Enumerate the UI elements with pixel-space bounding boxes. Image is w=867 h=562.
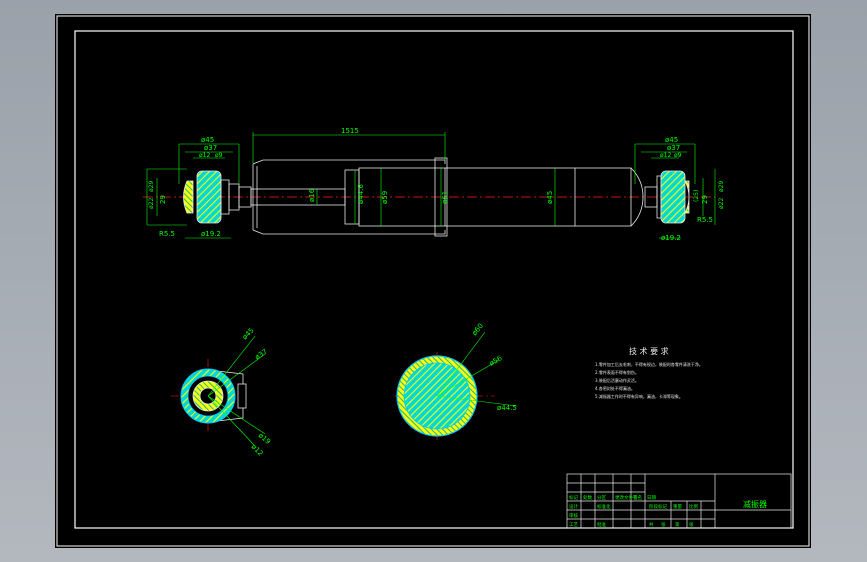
tb-cell-14: 共 xyxy=(649,521,654,528)
tb-cell-4: 签名 xyxy=(633,494,642,501)
tb-cell-3: 更改文件号 xyxy=(615,494,638,501)
tb-cell-12: 重量 xyxy=(673,503,682,510)
dim-guide: ø44.6 xyxy=(357,184,365,204)
dim-right-outer: ø45 xyxy=(665,136,678,144)
tb-cell-2: 分区 xyxy=(597,494,606,501)
dim-left-mid: ø37 xyxy=(204,144,217,152)
tb-cell-8: 审核 xyxy=(569,512,578,519)
dim-right-bore: ø9 xyxy=(674,152,682,159)
dim-left-side: ø22 xyxy=(148,198,155,209)
tb-cell-0: 标记 xyxy=(569,494,578,501)
drawing-canvas: 1515 ø45 ø37 ø12 ø9 ø22 ø29 29 R5.5 ø19.… xyxy=(55,14,811,548)
dim-left-radius: R5.5 xyxy=(159,230,175,238)
title-block xyxy=(566,473,792,529)
left-section-view: ø45 ø37 ø19 ø12 xyxy=(171,326,272,458)
tb-cell-17: 张 xyxy=(689,521,694,528)
right-eye xyxy=(644,170,690,224)
dim-left-height: 29 xyxy=(159,195,167,204)
tb-cell-11: 阶段标记 xyxy=(649,503,667,510)
dim-overall-length: 1515 xyxy=(341,127,359,135)
left-section-small1: ø19 xyxy=(257,431,272,446)
outer-frame xyxy=(56,15,810,547)
elevation-view: 1515 ø45 ø37 ø12 ø9 ø22 ø29 29 R5.5 ø19.… xyxy=(143,127,725,242)
left-section-outer: ø45 xyxy=(241,326,256,341)
tb-cell-10: 批准 xyxy=(597,521,606,528)
left-section-mid: ø37 xyxy=(254,348,269,362)
dim-right-inner: (25) xyxy=(693,190,700,202)
dim-left-bore: ø9 xyxy=(215,152,223,159)
tech-line-2: 2.零件表面不得有划伤。 xyxy=(595,369,639,375)
tech-line-3: 3.装配后活塞动作灵活。 xyxy=(595,377,639,383)
tb-cell-15: 张 xyxy=(661,521,666,528)
dim-left-side2: ø29 xyxy=(148,181,155,192)
left-section-small2: ø12 xyxy=(250,443,265,458)
cad-drawing: 1515 ø45 ø37 ø12 ø9 ø22 ø29 29 R5.5 ø19.… xyxy=(56,15,810,547)
dim-right-side2: ø29 xyxy=(718,181,725,192)
tb-cell-1: 处数 xyxy=(583,494,592,501)
right-section-inner: ø44.5 xyxy=(497,404,517,412)
dim-rod: ø16 xyxy=(308,188,316,202)
main-tube xyxy=(358,167,632,227)
right-section-view: ø60 ø56 ø44.5 xyxy=(395,322,518,440)
dim-left-tube: ø19.2 xyxy=(201,230,221,238)
tech-requirements: 技 术 要 求 1.零件加工后去毛刺，不得有锐边，装配时各零件清洗干净。 2.零… xyxy=(595,346,703,399)
tb-cell-6: 设计 xyxy=(569,503,578,510)
dim-left-hub: ø12 xyxy=(199,152,210,159)
right-section-mid: ø56 xyxy=(488,354,504,368)
dimension-labels: 1515 ø45 ø37 ø12 ø9 ø22 ø29 29 R5.5 ø19.… xyxy=(148,127,725,242)
dim-right-hub: ø12 xyxy=(660,152,671,159)
dim-left-outer: ø45 xyxy=(201,136,214,144)
title-block-cells: 标记 处数 分区 更改文件号 签名 日期 设计 标准化 审核 工艺 批准 阶段标… xyxy=(569,494,767,528)
part-name: 减振器 xyxy=(743,499,767,509)
tech-line-5: 5.减振器工作时不得有异响，漏油，卡滞等现象。 xyxy=(595,393,683,399)
dim-inner-tube: ø59 xyxy=(381,191,389,204)
left-eye xyxy=(183,170,252,224)
dim-right-side: ø22 xyxy=(718,198,725,209)
tb-cell-9: 工艺 xyxy=(569,522,578,528)
tb-cell-16: 第 xyxy=(675,521,680,528)
dimension-lines xyxy=(146,132,716,239)
dim-reservoir: ø45 xyxy=(546,191,554,204)
dim-right-radius: R5.5 xyxy=(697,216,713,224)
tech-line-1: 1.零件加工后去毛刺，不得有锐边，装配时各零件清洗干净。 xyxy=(595,361,703,367)
tb-cell-5: 日期 xyxy=(647,495,656,501)
tech-requirements-title: 技 术 要 求 xyxy=(629,346,669,356)
dust-cover xyxy=(252,157,448,237)
inner-frame xyxy=(74,30,794,529)
tb-cell-13: 比例 xyxy=(689,503,698,510)
dim-right-height: 29 xyxy=(701,195,709,204)
dim-right-mid: ø37 xyxy=(667,144,680,152)
tb-cell-7: 标准化 xyxy=(597,503,611,510)
dim-outer-tube: ø61 xyxy=(441,191,449,204)
tech-line-4: 4.各密封处不得漏油。 xyxy=(595,385,635,391)
dim-right-tube: ø19.2 xyxy=(661,234,681,242)
